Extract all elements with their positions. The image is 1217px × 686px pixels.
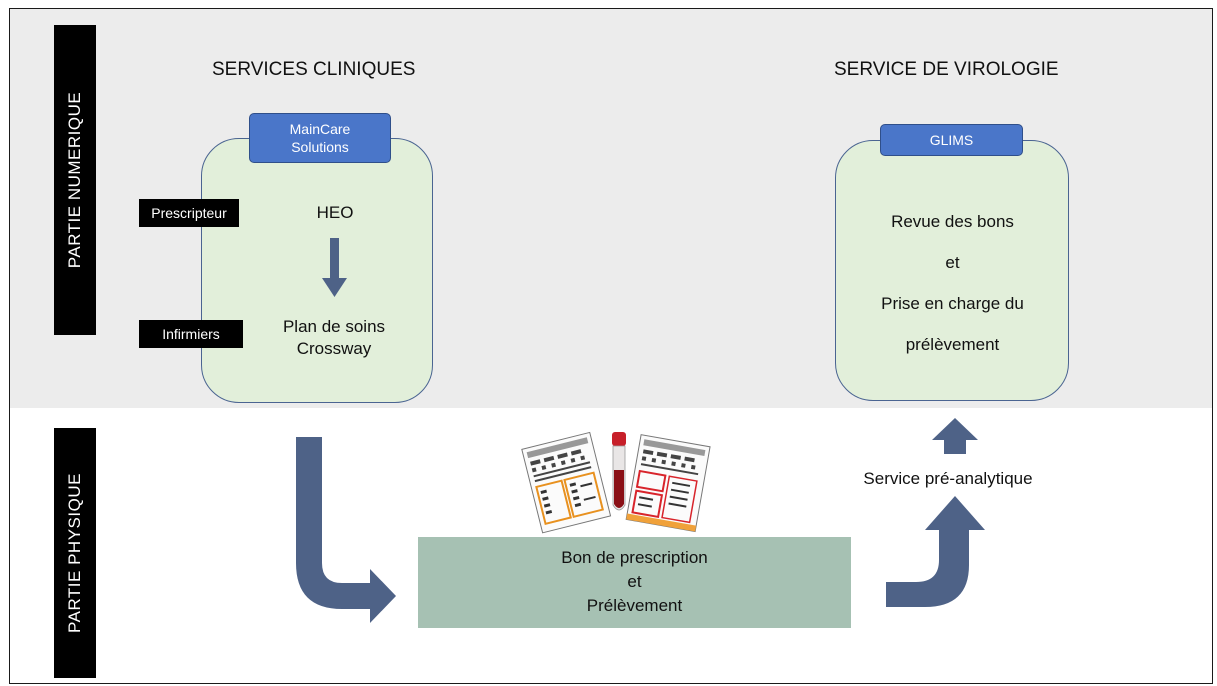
care-plan-label: Plan de soins Crossway xyxy=(264,316,404,360)
virology-line1: Revue des bons xyxy=(891,212,1014,231)
virology-system-box xyxy=(835,140,1069,401)
care-plan-line1: Plan de soins xyxy=(282,317,386,336)
maincare-software-tag: MainCare Solutions xyxy=(249,113,391,163)
heo-label: HEO xyxy=(316,203,354,222)
virology-line4: prélèvement xyxy=(905,335,1000,354)
maincare-tag-line1: MainCare xyxy=(289,121,351,137)
down-arrow-icon xyxy=(322,238,347,297)
care-plan-line2: Crossway xyxy=(296,339,372,358)
preanalytic-service-label: Service pré-analytique xyxy=(863,469,1033,488)
virology-line2: et xyxy=(945,253,960,272)
virology-service-title: SERVICE DE VIROLOGIE xyxy=(834,59,1059,80)
prescription-label: Bon de prescription et Prélèvement xyxy=(418,546,851,618)
maincare-tag-line2: Solutions xyxy=(291,139,349,155)
prescription-form-icon xyxy=(521,431,612,534)
prescription-box xyxy=(418,537,851,628)
bent-arrow-right-up-icon xyxy=(886,496,985,607)
clinical-systems-box xyxy=(201,138,433,403)
prescription-line2: et xyxy=(627,572,642,591)
lab-form-icon xyxy=(625,434,711,533)
digital-section-label: PARTIE NUMERIQUE xyxy=(54,25,96,335)
prescription-line3: Prélèvement xyxy=(586,596,683,615)
physical-section-label: PARTIE PHYSIQUE xyxy=(54,428,96,678)
virology-description: Revue des bons et Prise en charge du pré… xyxy=(850,210,1055,356)
up-arrow-icon xyxy=(932,418,978,454)
glims-software-tag: GLIMS xyxy=(880,124,1023,156)
prescriber-role-tag: Prescripteur xyxy=(139,199,239,227)
blood-tube-icon xyxy=(612,432,626,511)
prescription-line1: Bon de prescription xyxy=(561,548,708,567)
clinical-services-title: SERVICES CLINIQUES xyxy=(212,59,416,80)
bent-arrow-down-right-icon xyxy=(296,437,396,623)
virology-line3: Prise en charge du xyxy=(881,294,1024,313)
nurses-role-tag: Infirmiers xyxy=(139,320,243,348)
